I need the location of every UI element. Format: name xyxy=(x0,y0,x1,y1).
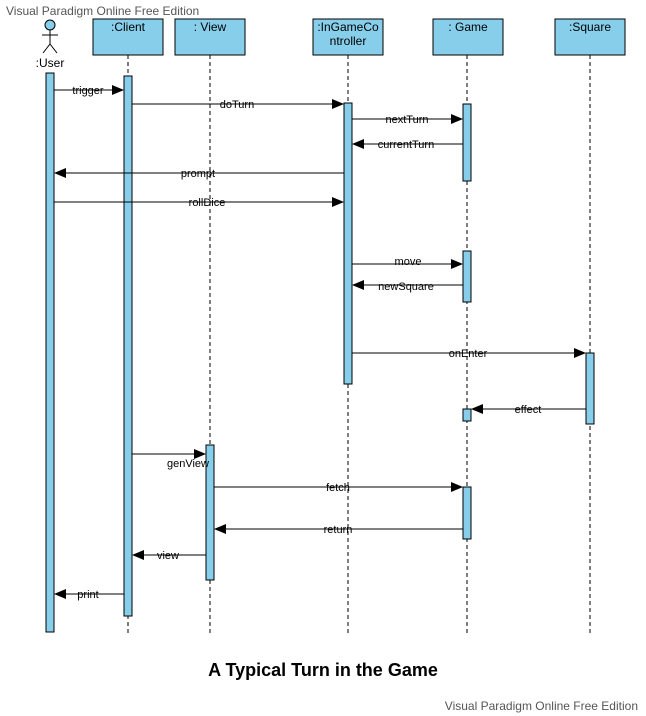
label-print: print xyxy=(77,589,98,601)
label-move: move xyxy=(395,256,422,268)
lifeline-label-view: : View xyxy=(194,20,227,34)
label-onEnter: onEnter xyxy=(449,348,488,360)
activation-game-4 xyxy=(462,486,472,540)
lifeline-head-controller[interactable]: :InGameCo ntroller xyxy=(312,18,384,56)
lifeline-label-client: :Client xyxy=(111,20,146,34)
diagram-caption: A Typical Turn in the Game xyxy=(208,660,438,680)
watermark-bottom: Visual Paradigm Online Free Edition xyxy=(444,699,638,713)
actor-left-leg xyxy=(42,43,51,54)
actor-user[interactable]: :User xyxy=(36,19,65,70)
lifeline-head-view[interactable]: : View xyxy=(174,18,246,56)
actor-label: :User xyxy=(36,56,65,70)
label-fetch: fetch xyxy=(326,482,350,494)
activation-controller xyxy=(343,102,353,385)
activation-game-2 xyxy=(462,250,472,303)
actor-head xyxy=(44,19,56,31)
lifeline-label-square: :Square xyxy=(569,20,611,34)
lifeline-head-game[interactable]: : Game xyxy=(432,18,504,56)
label-doTurn: doTurn xyxy=(220,99,254,111)
activation-game-3 xyxy=(462,408,472,422)
label-genView: genView xyxy=(167,458,209,470)
label-nextTurn: nextTurn xyxy=(385,114,428,126)
lifeline-label-controller-line1: :InGameCo xyxy=(317,20,379,34)
activation-client xyxy=(123,75,133,617)
activation-game-1 xyxy=(462,103,472,182)
label-view: view xyxy=(157,550,179,562)
lifeline-label-game: : Game xyxy=(448,20,488,34)
actor-right-leg xyxy=(49,43,58,54)
lifeline-label-controller-line2: ntroller xyxy=(330,34,367,48)
label-trigger: trigger xyxy=(72,85,104,97)
label-rollDice: rollDice xyxy=(189,197,226,209)
activation-square xyxy=(585,352,595,425)
lifeline-head-square[interactable]: :Square xyxy=(554,18,626,56)
label-currentTurn: currentTurn xyxy=(378,139,434,151)
label-prompt: prompt xyxy=(181,168,215,180)
watermark-top: Visual Paradigm Online Free Edition xyxy=(6,4,200,18)
activation-view xyxy=(205,444,215,581)
lifeline-head-client[interactable]: :Client xyxy=(92,18,164,56)
label-return: return xyxy=(324,524,353,536)
label-effect: effect xyxy=(515,404,542,416)
label-newSquare: newSquare xyxy=(378,281,434,293)
activation-user xyxy=(45,72,55,633)
